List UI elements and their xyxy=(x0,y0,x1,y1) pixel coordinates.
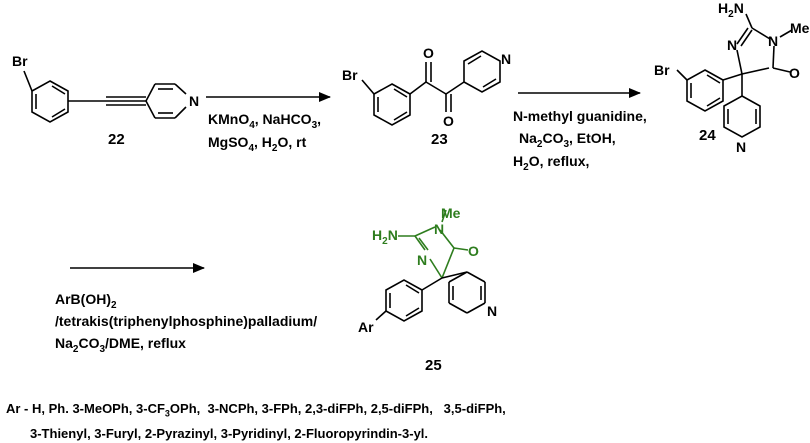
c25-n-py-atom: N xyxy=(487,303,497,319)
c23-o2-atom: O xyxy=(443,113,454,129)
compound-22-number: 22 xyxy=(108,131,125,148)
c25-me-group: Me xyxy=(441,205,461,221)
step2-conditions-line3: H2O, reflux, xyxy=(513,153,589,173)
step3-conditions-line2: /tetrakis(triphenylphosphine)palladium/ xyxy=(55,313,317,329)
step1-conditions-line1: KMnO4, NaHCO3, xyxy=(208,111,321,131)
step2-conditions-line2: Na2CO3, EtOH, xyxy=(519,130,616,150)
c24-n-py-atom: N xyxy=(736,139,746,155)
c22-n-atom: N xyxy=(189,93,199,109)
c25-nh2-atom: H2N xyxy=(372,227,398,247)
c25-o-atom: O xyxy=(468,243,479,259)
compound-25-aryl xyxy=(375,271,486,322)
step2-conditions-line1: N-methyl guanidine, xyxy=(513,108,647,124)
c25-n-methyl-atom: N xyxy=(434,221,444,237)
step3-conditions-line3: Na2CO3/DME, reflux xyxy=(55,335,186,355)
compound-24-number: 24 xyxy=(699,127,716,144)
c23-n-atom: N xyxy=(501,51,511,67)
compound-25-number: 25 xyxy=(425,357,442,374)
c22-br-atom: Br xyxy=(12,53,28,69)
substituent-line-1: Ar - H, Ph. 3-MeOPh, 3-CF3OPh, 3-NCPh, 3… xyxy=(6,401,506,419)
compound-22 xyxy=(23,70,187,123)
step3-conditions-line1: ArB(OH)2 xyxy=(55,291,117,311)
step1-conditions-line2: MgSO4, H2O, rt xyxy=(208,134,307,154)
c24-n-methyl-atom: N xyxy=(768,33,778,49)
c24-br-atom: Br xyxy=(654,62,670,78)
substituent-line-2: 3-Thienyl, 3-Furyl, 2-Pyrazinyl, 3-Pyrid… xyxy=(30,425,429,441)
c25-ar-group: Ar xyxy=(358,319,374,335)
c25-n-ring-atom: N xyxy=(417,252,427,268)
c23-br-atom: Br xyxy=(342,67,358,83)
substituent-list: Ar - H, Ph. 3-MeOPh, 3-CF3OPh, 3-NCPh, 3… xyxy=(6,399,806,443)
compound-24 xyxy=(676,13,793,138)
compound-23-number: 23 xyxy=(431,131,448,148)
compound-23 xyxy=(361,50,501,126)
compound-25-core xyxy=(398,209,469,279)
c24-me-group: Me xyxy=(790,20,810,36)
c24-nh2-atom: H2N xyxy=(718,0,744,20)
c24-n-ring-atom: N xyxy=(727,37,737,53)
c23-o1-atom: O xyxy=(423,45,434,61)
c24-o-atom: O xyxy=(789,65,800,81)
